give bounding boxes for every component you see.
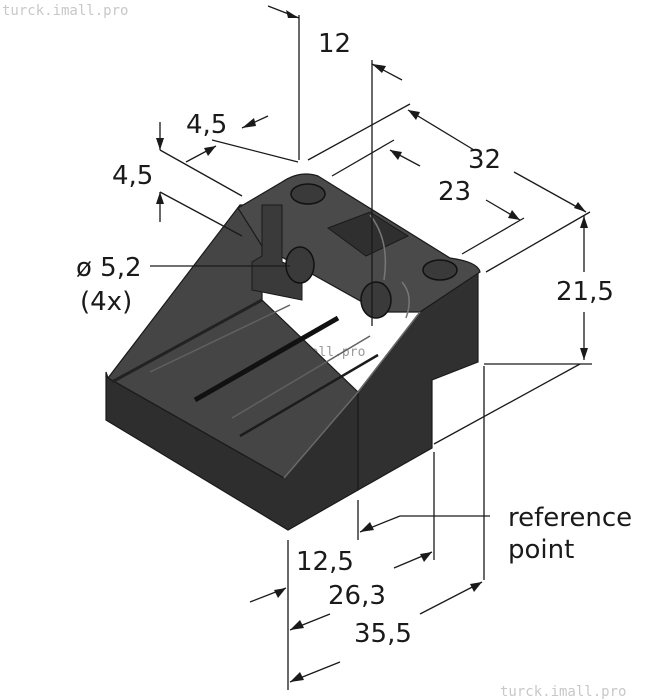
reference-label-line2: point (508, 535, 574, 565)
mounting-hole-icon (422, 259, 458, 281)
dim-label-mid-length: 26,3 (328, 581, 386, 611)
sensor-body (105, 173, 481, 531)
dim-label-total-length: 35,5 (354, 619, 412, 649)
dim-label-base-offset: 12,5 (296, 547, 354, 577)
dim-label-length-outer: 32 (468, 145, 501, 175)
dim-label-top-offset: 12 (318, 29, 351, 59)
watermark-bottom-right: turck.imall.pro (500, 684, 626, 700)
mounting-hole-icon (360, 281, 392, 319)
mounting-hole-icon (290, 183, 326, 205)
dim-label-hole-offset-x: 4,5 (186, 110, 227, 140)
dim-label-hole-diameter: ø 5,2 (76, 253, 142, 283)
mounting-hole-icon (285, 246, 315, 284)
dim-label-hole-offset-y: 4,5 (112, 161, 153, 191)
dim-label-length-inner: 23 (438, 177, 471, 207)
dim-label-height: 21,5 (556, 277, 614, 307)
reference-label-line1: reference (508, 503, 632, 533)
dim-label-hole-count: (4x) (80, 287, 132, 317)
dimension-lines (150, 5, 592, 690)
watermark-top-left: turck.imall.pro (2, 3, 128, 19)
